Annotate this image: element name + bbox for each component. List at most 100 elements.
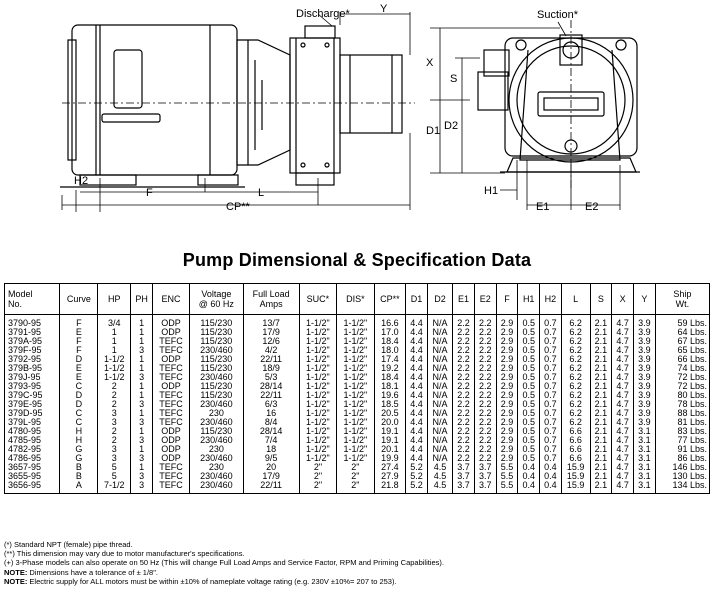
- table-cell: 2.2: [452, 314, 475, 328]
- table-cell: 130 Lbs.: [654, 472, 711, 481]
- table-cell: 4780-95: [3, 427, 61, 436]
- table-cell: N/A: [426, 314, 454, 328]
- label-d1: D1: [426, 125, 440, 137]
- table-cell: 3656-95: [3, 481, 61, 494]
- table-cell: 146 Lbs.: [654, 463, 711, 472]
- table-cell: 115/230: [189, 355, 244, 364]
- column-header: HP: [97, 283, 132, 315]
- table-cell: 230: [189, 409, 244, 418]
- table-cell: 1-1/2": [336, 391, 375, 400]
- table-cell: 7-1/2: [97, 481, 132, 494]
- column-header: CP**: [373, 283, 407, 315]
- column-header-text: PH: [135, 294, 148, 304]
- table-cell: 6.2: [560, 328, 591, 337]
- table-cell: 230: [189, 463, 244, 472]
- table-cell: 1-1/2": [298, 314, 338, 328]
- column-header-text: F: [504, 294, 510, 304]
- table-cell: 4.5: [426, 481, 454, 494]
- column-header-text: DIS*: [346, 294, 365, 304]
- table-cell: 230/460: [189, 346, 244, 355]
- footnote-prefix: NOTE:: [4, 567, 28, 577]
- table-cell: 115/230: [189, 328, 244, 337]
- table-cell: N/A: [426, 400, 454, 409]
- table-cell: N/A: [426, 346, 454, 355]
- label-e1: E1: [536, 201, 549, 213]
- table-cell: 2: [97, 400, 132, 409]
- table-cell: N/A: [426, 337, 454, 346]
- table-cell: 1-1/2": [336, 355, 375, 364]
- label-l: L: [258, 187, 264, 199]
- table-cell: 3.7: [473, 481, 497, 494]
- table-cell: 6.2: [560, 409, 591, 418]
- column-header: SUC*: [298, 283, 338, 315]
- column-header-text: ENC: [161, 294, 181, 304]
- table-cell: 230/460: [189, 454, 244, 463]
- label-s: S: [450, 73, 457, 85]
- column-header-text: H2: [544, 294, 557, 304]
- column-header: ENC: [151, 283, 191, 315]
- table-cell: 3/4: [97, 314, 132, 328]
- table-cell: 1-1/2: [97, 364, 132, 373]
- footnote-text: (**) This dimension may vary due to moto…: [4, 549, 245, 559]
- table-cell: 83 Lbs.: [654, 427, 711, 436]
- table-cell: ODP: [151, 314, 191, 328]
- column-header: F: [495, 283, 519, 315]
- column-header-text: H1: [522, 294, 535, 304]
- table-cell: N/A: [426, 373, 454, 382]
- footnote: NOTE: Dimensions have a tolerance of ± 1…: [4, 568, 710, 577]
- table-cell: 4782-95: [3, 445, 61, 454]
- table-cell: 230/460: [189, 436, 244, 445]
- table-cell: 15.9: [560, 481, 591, 494]
- table-cell: 2": [336, 463, 375, 472]
- column-header: E1: [452, 283, 475, 315]
- table-cell: 3.7: [452, 481, 475, 494]
- table-cell: 15.9: [560, 463, 591, 472]
- column-header-text: Model: [8, 289, 33, 299]
- table-cell: 6.2: [560, 391, 591, 400]
- label-discharge: Discharge*: [296, 8, 351, 20]
- table-cell: N/A: [426, 391, 454, 400]
- column-header-text: D2: [434, 294, 446, 304]
- table-cell: 230/460: [189, 481, 244, 494]
- table-cell: 5.5: [495, 481, 519, 494]
- table-cell: 115/230: [189, 314, 244, 328]
- table-cell: 72 Lbs.: [654, 382, 711, 391]
- column-header: D2: [426, 283, 454, 315]
- column-header-text: D1: [410, 294, 423, 304]
- label-e2: E2: [585, 201, 598, 213]
- table-cell: 3: [97, 418, 132, 427]
- column-header-text: Amps: [259, 299, 283, 309]
- table-cell: N/A: [426, 436, 454, 445]
- table-cell: 230: [189, 445, 244, 454]
- table-cell: 0.5: [517, 314, 541, 328]
- table-cell: 5: [97, 472, 132, 481]
- footnote: NOTE: Electric supply for ALL motors mus…: [4, 577, 710, 586]
- table-cell: 115/230: [189, 427, 244, 436]
- column-header: H1: [517, 283, 541, 315]
- table-cell: 2: [97, 382, 132, 391]
- column-header-text: S: [597, 294, 604, 304]
- table-cell: 6.6: [560, 445, 591, 454]
- table-cell: 230/460: [189, 472, 244, 481]
- table-cell: F: [59, 314, 99, 328]
- table-cell: 2.9: [495, 314, 519, 328]
- column-header-text: HP: [107, 294, 121, 304]
- table-cell: 6.6: [560, 454, 591, 463]
- table-cell: 74 Lbs.: [654, 364, 711, 373]
- footnote: (+) 3-Phase models can also operate on 5…: [4, 558, 710, 567]
- table-cell: 1-1/2": [336, 346, 375, 355]
- table-cell: 4.5: [426, 472, 454, 481]
- table-cell: 6.2: [560, 346, 591, 355]
- table-cell: 379B-95: [3, 364, 61, 373]
- footnote-text: (+) 3-Phase models can also operate on 5…: [4, 558, 444, 568]
- table-cell: 3: [130, 481, 153, 494]
- table-cell: 6.2: [560, 382, 591, 391]
- table-cell: 1-1/2": [336, 454, 375, 463]
- column-header-text: Y: [641, 294, 648, 304]
- table-cell: 2.1: [589, 314, 613, 328]
- label-f: F: [146, 187, 153, 199]
